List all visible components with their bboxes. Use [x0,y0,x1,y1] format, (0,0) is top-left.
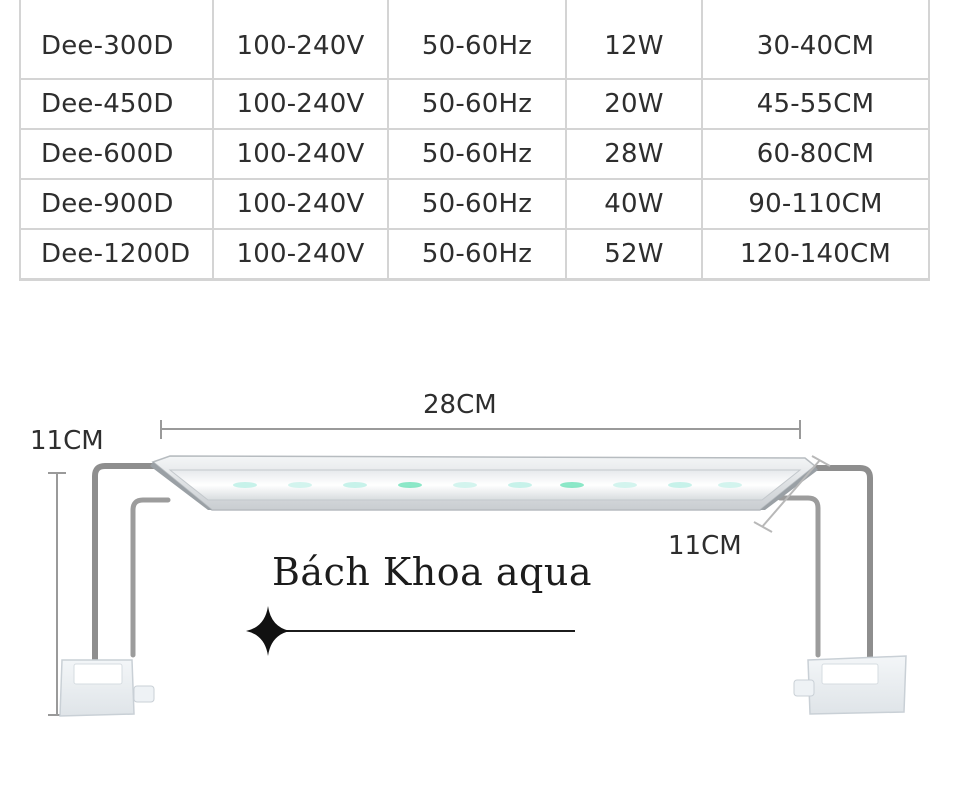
left-tank-clip [59,659,155,717]
tank-size-cell: 60-80CM [701,128,930,180]
frequency-cell: 50-60Hz [387,128,567,180]
power-cell: 40W [565,178,703,230]
model-cell: Dee-450D [19,78,214,130]
light-panel [150,455,818,511]
voltage-cell: 100-240V [212,128,389,180]
voltage-cell: 100-240V [212,78,389,130]
spec-table: Dee-300D 100-240V 50-60Hz 12W 30-40CM De… [19,0,930,281]
depth-dimension-line [753,455,831,533]
table-row: Dee-600D 100-240V 50-60Hz 28W 60-80CM [19,128,930,180]
voltage-cell: 100-240V [212,228,389,281]
brand-underline [246,606,575,656]
led-strip [233,482,742,488]
frequency-cell: 50-60Hz [387,0,567,80]
model-cell: Dee-1200D [19,228,214,281]
model-cell: Dee-600D [19,128,214,180]
brand-watermark: Bách Khoa aqua [272,550,592,594]
power-cell: 28W [565,128,703,180]
voltage-cell: 100-240V [212,0,389,80]
frequency-cell: 50-60Hz [387,178,567,230]
depth-label: 11CM [668,531,742,561]
back-leg-frame [130,495,821,658]
power-cell: 52W [565,228,703,281]
table-row: Dee-900D 100-240V 50-60Hz 40W 90-110CM [19,178,930,230]
sparkle-icon [246,606,290,656]
voltage-cell: 100-240V [212,178,389,230]
tank-size-cell: 120-140CM [701,228,930,281]
width-dimension-line [160,420,801,439]
tank-size-cell: 90-110CM [701,178,930,230]
tank-size-cell: 45-55CM [701,78,930,130]
table-row: Dee-300D 100-240V 50-60Hz 12W 30-40CM [19,0,930,80]
product-illustration: 28CM 11CM 11CM Bách Khoa aqua [0,300,960,807]
table-row: Dee-1200D 100-240V 50-60Hz 52W 120-140CM [19,228,930,281]
height-label: 11CM [30,426,104,456]
frequency-cell: 50-60Hz [387,228,567,281]
model-cell: Dee-300D [19,0,214,80]
table-row: Dee-450D 100-240V 50-60Hz 20W 45-55CM [19,78,930,130]
tank-size-cell: 30-40CM [701,0,930,80]
right-tank-clip [793,655,907,715]
front-leg-frame [92,463,873,693]
led-light-drawing [48,420,907,717]
power-cell: 20W [565,78,703,130]
power-cell: 12W [565,0,703,80]
model-cell: Dee-900D [19,178,214,230]
width-label: 28CM [423,390,497,420]
frequency-cell: 50-60Hz [387,78,567,130]
